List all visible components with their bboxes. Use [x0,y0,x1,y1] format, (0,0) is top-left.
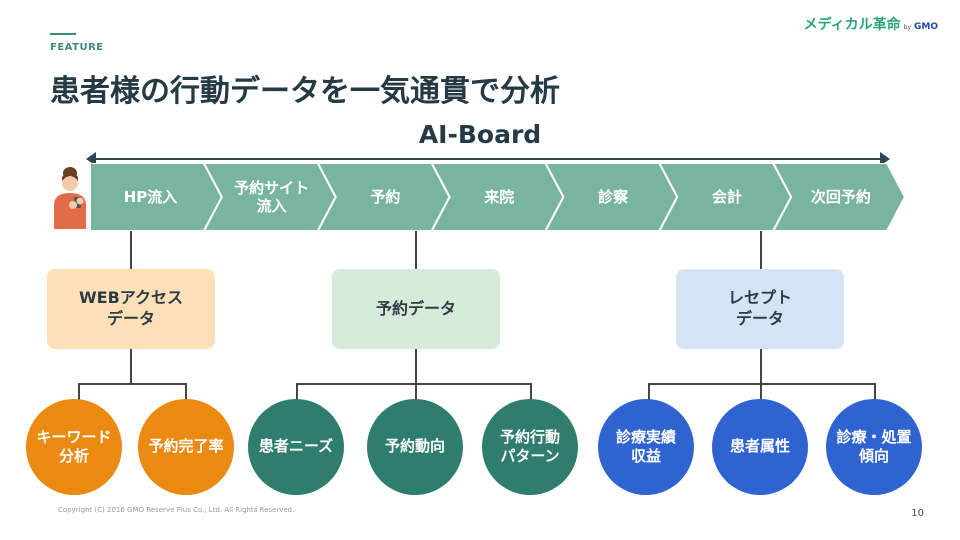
patient-flow: HP流入 予約サイト 流入 予約 来院 診察 会計 次回予約 [90,163,905,231]
arrow-right-icon [880,152,890,166]
page-title: 患者様の行動データを一気通貫で分析 [50,74,560,109]
connector-line [296,383,531,385]
analysis-label: キーワード 分析 [36,427,112,466]
flow-step-shape [772,163,905,231]
analysis-treatment-trend: 診療・処置 傾向 [826,399,922,495]
page-number: 10 [911,508,924,519]
analysis-reservation-pattern: 予約行動 パターン [482,399,578,495]
connector-line [530,383,532,401]
analysis-patient-needs: 患者ニーズ [248,399,344,495]
connector-line [78,383,80,400]
connector-line [648,383,650,401]
flow-step-shape [658,163,793,231]
logo-by-text: by [903,24,911,31]
flow-step-shape [316,163,451,231]
flow-step-label: 予約サイト 流入 [234,179,310,215]
connector-line [185,383,187,400]
flow-step-label: 次回予約 [810,188,871,206]
analysis-label: 予約動向 [384,437,445,456]
flow-chevrons [90,163,905,231]
connector-line [415,231,417,269]
flow-step-shape [544,163,679,231]
analysis-label: 診療実績 収益 [615,427,676,466]
logo-main-text: メディカル革命 [803,17,901,33]
analysis-label: 予約行動 パターン [499,427,560,466]
analysis-reservation-trend: 予約動向 [367,399,463,495]
connector-line [874,383,876,401]
connector-line [415,349,417,401]
analysis-label: 診療・処置 傾向 [836,427,912,466]
data-box-reservation: 予約データ [332,269,500,349]
section-accent-line [50,33,76,35]
connector-line [130,231,132,269]
arrow-left-icon [86,152,96,166]
brand-logo: メディカル革命 by GMO [804,14,938,34]
analysis-patient-attributes: 患者属性 [712,399,808,495]
board-range-line [88,158,888,160]
connector-line [296,383,298,401]
section-label: FEATURE [50,42,104,53]
connector-line [760,349,762,401]
data-box-web-access: WEBアクセス データ [47,269,215,349]
analysis-label: 予約完了率 [148,437,224,456]
flow-step-label: 診察 [598,188,629,206]
data-box-label: WEBアクセス データ [79,288,183,328]
connector-line [760,231,762,269]
connector-line [78,383,186,385]
flow-step-label: HP流入 [123,188,178,206]
board-label: AI-Board [418,120,542,149]
flow-step-shape [430,163,565,231]
data-box-receipt: レセプト データ [676,269,844,349]
flow-step-shape [202,163,337,231]
flow-step-label: 予約 [370,188,401,206]
person-with-phone-icon [54,167,86,229]
flow-step-label: 来院 [484,188,515,206]
data-box-label: 予約データ [375,298,456,318]
copyright-text: Copyright (C) 2016 GMO Reserve Plus Co.,… [58,506,295,514]
analysis-revenue: 診療実績 収益 [598,399,694,495]
connector-line [130,349,132,383]
logo-gmo-text: GMO [914,22,938,32]
analysis-label: 患者属性 [729,437,790,456]
data-box-label: レセプト データ [727,288,792,328]
flow-step-label: 会計 [711,188,742,206]
analysis-label: 患者ニーズ [258,437,334,456]
analysis-keyword: キーワード 分析 [26,399,122,495]
connector-line [648,383,875,385]
analysis-completion-rate: 予約完了率 [138,399,234,495]
